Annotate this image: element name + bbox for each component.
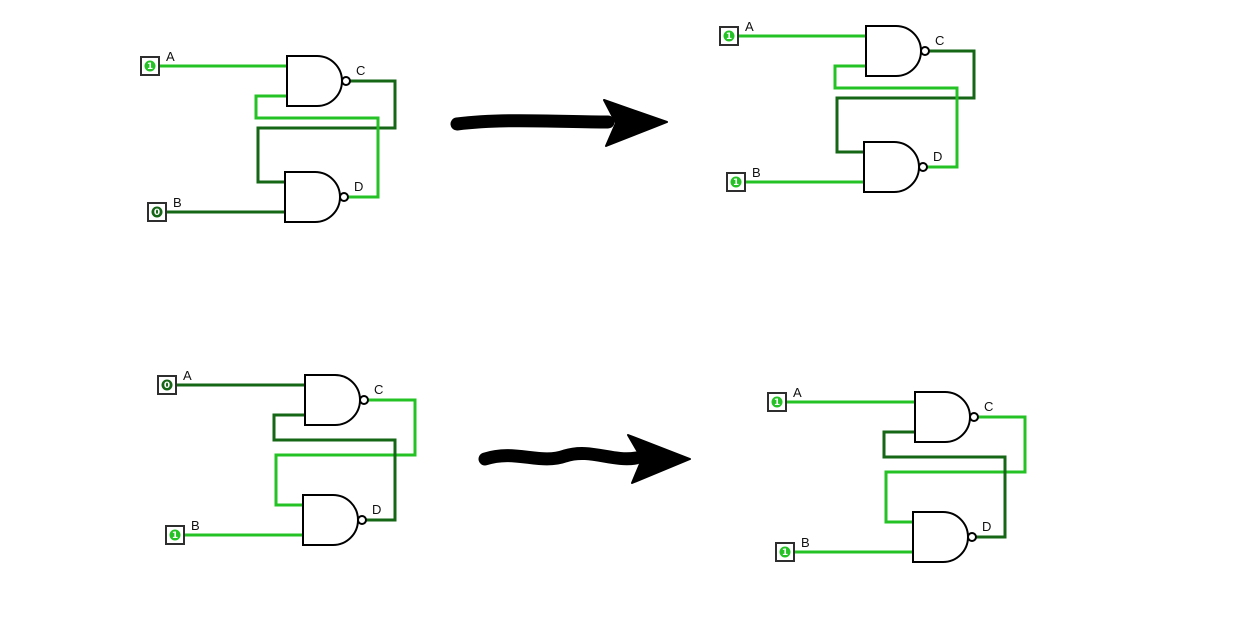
input-state-dot-b [151, 206, 163, 218]
wire-feedback-c [256, 79, 397, 184]
label-b: B [191, 518, 200, 533]
nand-bubble-icon [339, 192, 349, 202]
input-value-b: 1 [172, 531, 178, 541]
input-state-dot-a [771, 396, 783, 408]
input-value-b: 1 [782, 548, 788, 558]
label-d: D [372, 502, 381, 517]
input-state-dot-b [779, 546, 791, 558]
input-value-a: 0 [164, 381, 170, 391]
input-value-a: 1 [147, 62, 153, 72]
input-state-dot-a [723, 30, 735, 42]
nand-gate-bottom [284, 171, 341, 223]
input-state-dot-b [169, 529, 181, 541]
circuit-bottom-left: 0 1 A B C D [157, 368, 417, 546]
input-value-b: 1 [733, 178, 739, 188]
circuit-top-right: 1 1 A B C D [719, 19, 976, 193]
wire-feedback-d [254, 94, 380, 199]
transition-arrow-bottom [478, 434, 691, 484]
input-value-b: 0 [154, 208, 160, 218]
arrow-head-icon [627, 434, 691, 484]
nand-bubble-icon [967, 532, 977, 542]
nand-bubble-icon [359, 395, 369, 405]
arrow-shaft [478, 446, 643, 466]
input-value-a: 1 [774, 398, 780, 408]
input-value-a: 1 [726, 32, 732, 42]
wire-feedback-c [884, 415, 1027, 524]
label-c: C [356, 63, 365, 78]
wire-feedback-d [272, 413, 397, 522]
label-d: D [354, 179, 363, 194]
wire-feedback-d [882, 430, 1007, 539]
label-b: B [752, 165, 761, 180]
label-a: A [166, 49, 175, 64]
nand-gate-bottom [302, 494, 359, 546]
arrow-head-icon [603, 99, 668, 147]
transition-arrow-top [450, 99, 668, 147]
nand-gate-top [304, 374, 361, 426]
nand-gate-bottom [863, 141, 920, 193]
nand-gate-top [286, 55, 343, 107]
label-a: A [183, 368, 192, 383]
label-d: D [933, 149, 942, 164]
nand-bubble-icon [920, 46, 930, 56]
nand-bubble-icon [341, 76, 351, 86]
input-state-dot-a [144, 60, 156, 72]
label-c: C [984, 399, 993, 414]
nand-gate-top [914, 391, 971, 443]
input-state-dot-a [161, 379, 173, 391]
label-c: C [374, 382, 383, 397]
nand-gate-bottom [912, 511, 969, 563]
label-d: D [982, 519, 991, 534]
wire-feedback-c [835, 49, 976, 154]
label-b: B [173, 195, 182, 210]
label-a: A [745, 19, 754, 34]
label-a: A [793, 385, 802, 400]
nand-bubble-icon [918, 162, 928, 172]
label-b: B [801, 535, 810, 550]
wire-feedback-d [833, 64, 959, 169]
circuit-top-left: 1 0 A B C D [140, 49, 397, 223]
label-c: C [935, 33, 944, 48]
wire-feedback-c [274, 398, 417, 507]
circuit-bottom-right: 1 1 A B C D [767, 385, 1027, 563]
arrow-shaft [450, 114, 615, 131]
nand-gate-top [865, 25, 922, 77]
nand-bubble-icon [357, 515, 367, 525]
nand-bubble-icon [969, 412, 979, 422]
input-state-dot-b [730, 176, 742, 188]
